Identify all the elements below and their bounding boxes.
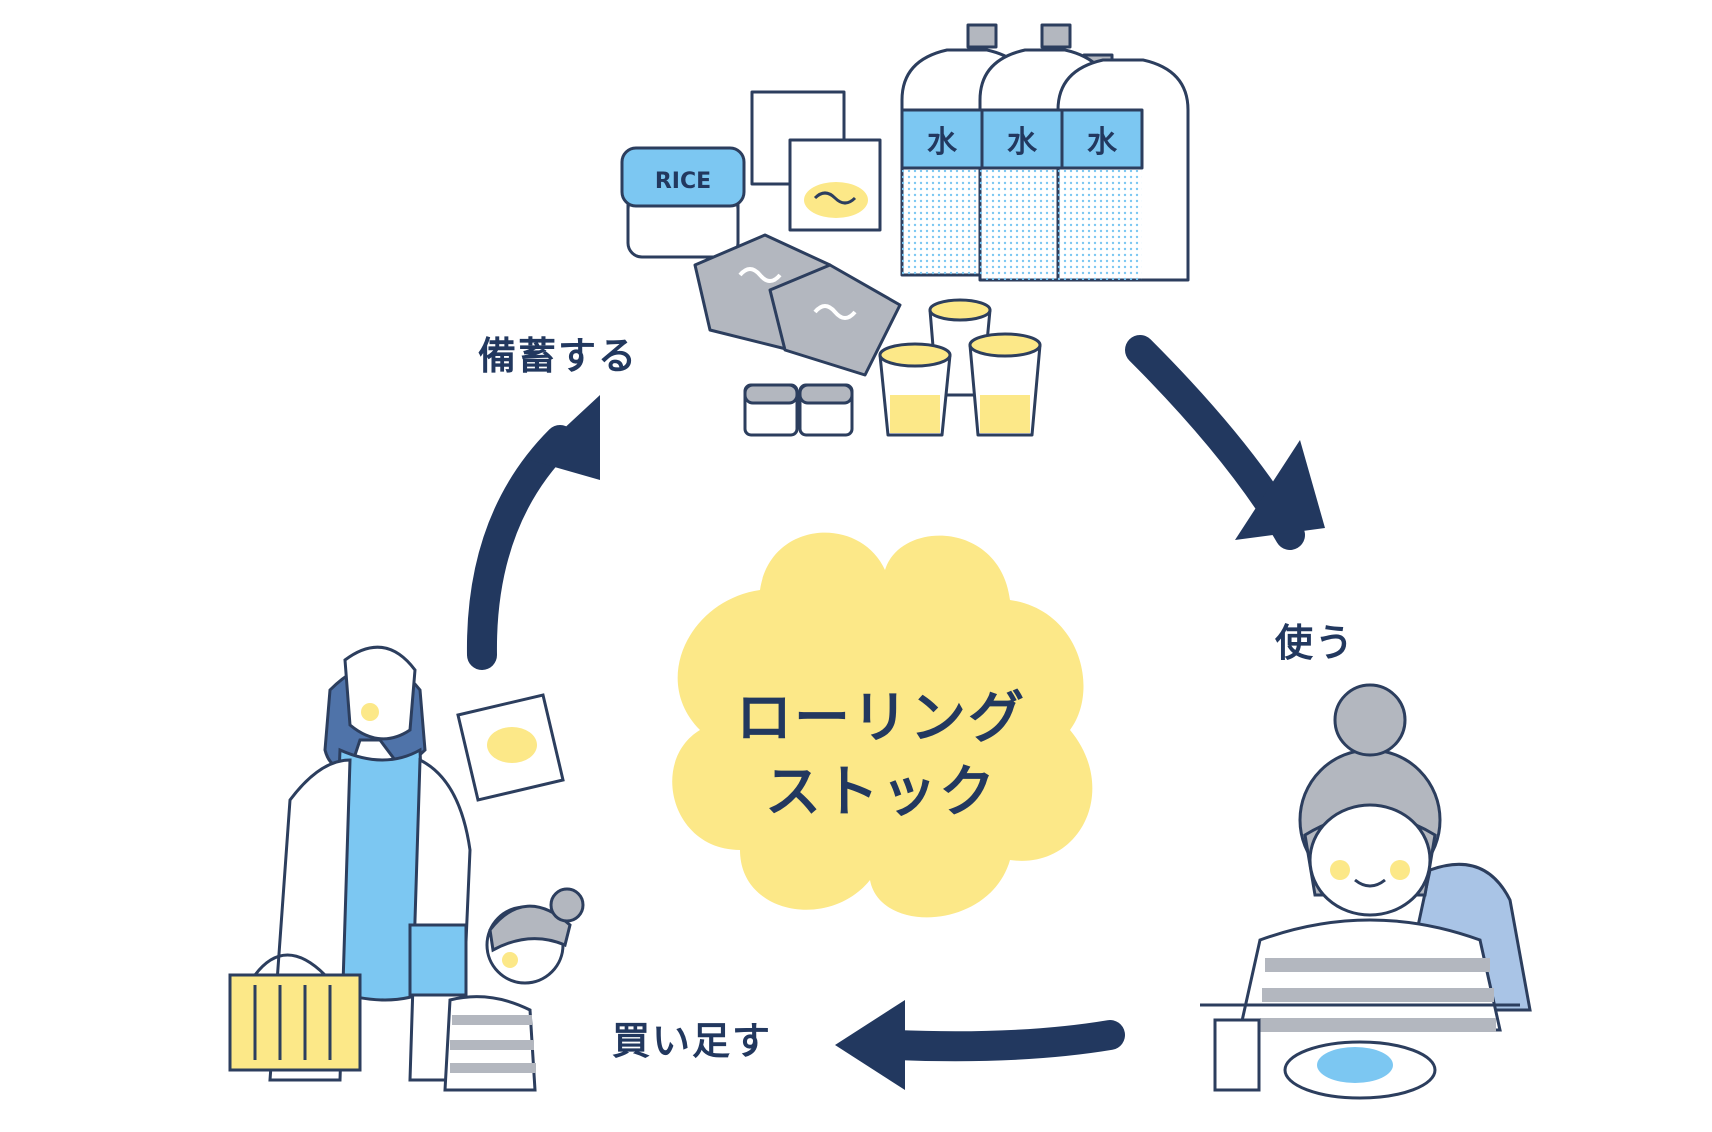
rice-pack-icon: RICE bbox=[620, 146, 746, 259]
retort-box-icon bbox=[750, 90, 882, 232]
center-cloud bbox=[672, 532, 1093, 918]
water-bottles-icon: 水 水 水 bbox=[900, 23, 1190, 282]
step-label-stock: 備蓄する bbox=[478, 334, 639, 378]
instant-cup-icon bbox=[878, 298, 1042, 437]
water-label-3: 水 bbox=[1087, 125, 1118, 160]
water-label-2: 水 bbox=[1007, 125, 1038, 160]
child-with-package bbox=[408, 887, 585, 1092]
family-shopping-illustration bbox=[228, 645, 585, 1092]
shopping-basket-icon bbox=[228, 953, 362, 1072]
food-pouch-icon bbox=[693, 233, 902, 377]
water-label-1: 水 bbox=[927, 125, 958, 160]
held-package-icon bbox=[456, 693, 565, 802]
rice-label: RICE bbox=[655, 169, 711, 194]
center-title-line2: ストック bbox=[765, 760, 997, 825]
step-label-use: 使う bbox=[1275, 621, 1356, 665]
center-title: ローリング ストック bbox=[706, 682, 1056, 830]
child-eating-illustration bbox=[1200, 683, 1532, 1100]
step-label-restock: 買い足す bbox=[612, 1019, 773, 1063]
center-title-line1: ローリング bbox=[736, 686, 1026, 751]
canned-food-icon bbox=[743, 383, 854, 437]
stockpile-illustration: RICE bbox=[620, 23, 1190, 437]
arrow-use-to-restock bbox=[835, 1000, 1125, 1090]
arrow-restock-to-stock bbox=[466, 395, 600, 670]
arrow-stock-to-use bbox=[1125, 335, 1325, 550]
